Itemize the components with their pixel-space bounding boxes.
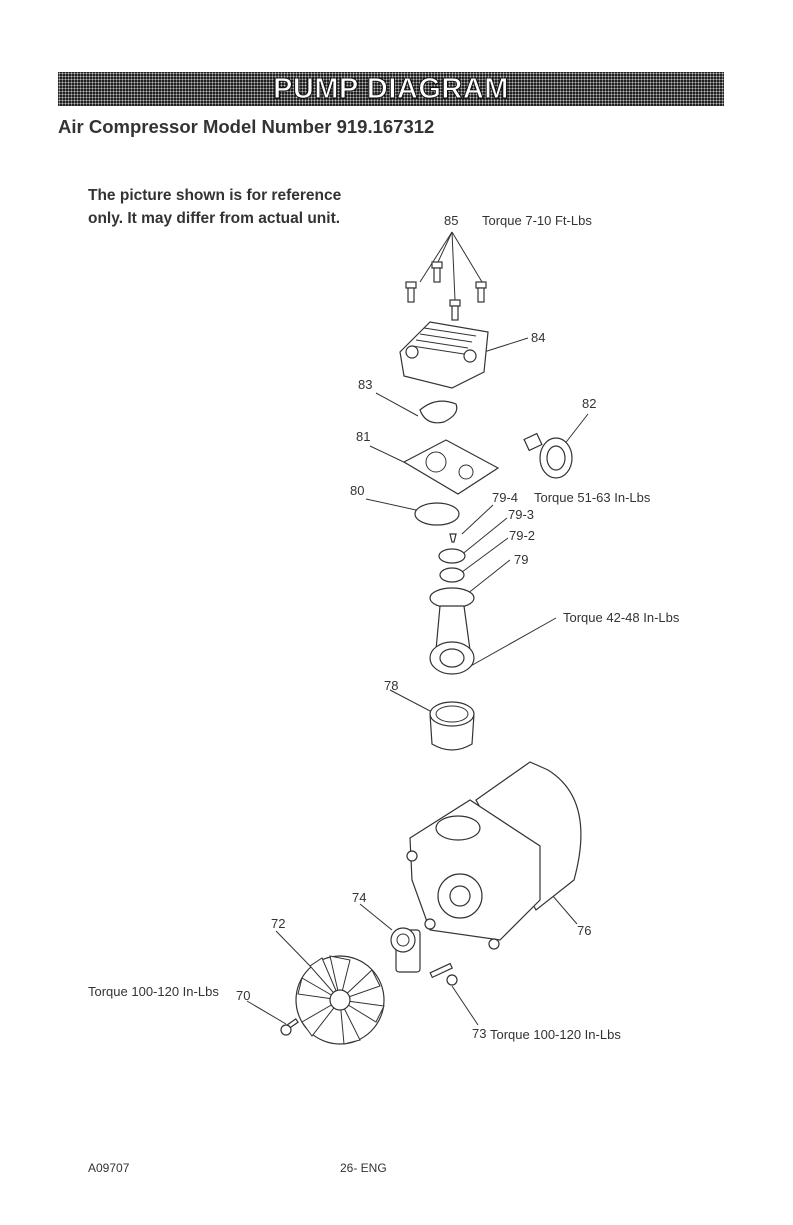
callout-78: 78 [384,679,398,693]
callout-79-2: 79-2 [509,529,535,543]
callout-79-4: 79-4 [492,491,518,505]
callout-83: 83 [358,378,372,392]
ring-79-2 [440,568,464,582]
valve-82 [524,434,572,478]
callout-rod-torque: Torque 42-48 In-Lbs [563,611,679,625]
gasket-83 [420,401,457,423]
callout-72: 72 [271,917,285,931]
callout-76: 76 [577,924,591,938]
bolt-85-a [406,282,416,302]
document-code: A09707 [88,1161,129,1175]
callout-81: 81 [356,430,370,444]
connecting-rod-79 [430,588,474,674]
callout-79-3: 79-3 [508,508,534,522]
motor-76 [407,762,581,949]
fan-72 [296,956,384,1044]
callout-79: 79 [514,553,528,567]
callout-73: 73 [472,1027,486,1041]
bolt-85-b [432,262,442,282]
callout-74: 74 [352,891,366,905]
screw-79-4 [450,534,456,542]
eccentric-74 [391,928,420,972]
bolt-85-group [406,262,486,320]
callout-84: 84 [531,331,545,345]
cylinder-sleeve-78 [430,702,474,750]
callout-82: 82 [582,397,596,411]
callout-70-torque: Torque 100-120 In-Lbs [88,985,219,999]
washer-79-3 [439,549,465,563]
callout-79-4-torque: Torque 51-63 In-Lbs [534,491,650,505]
bolt-85-d [476,282,486,302]
bolt-85-c [450,300,460,320]
callout-85: 85 [444,214,458,228]
callout-85-torque: Torque 7-10 Ft-Lbs [482,214,592,228]
screw-73 [430,964,457,985]
cylinder-head-84 [400,322,488,388]
callout-73-torque: Torque 100-120 In-Lbs [490,1028,621,1042]
callout-70: 70 [236,989,250,1003]
screw-70 [281,1019,298,1035]
page-number: 26- ENG [340,1161,387,1175]
valve-plate-81 [404,440,498,494]
callout-80: 80 [350,484,364,498]
o-ring-80 [415,503,459,525]
